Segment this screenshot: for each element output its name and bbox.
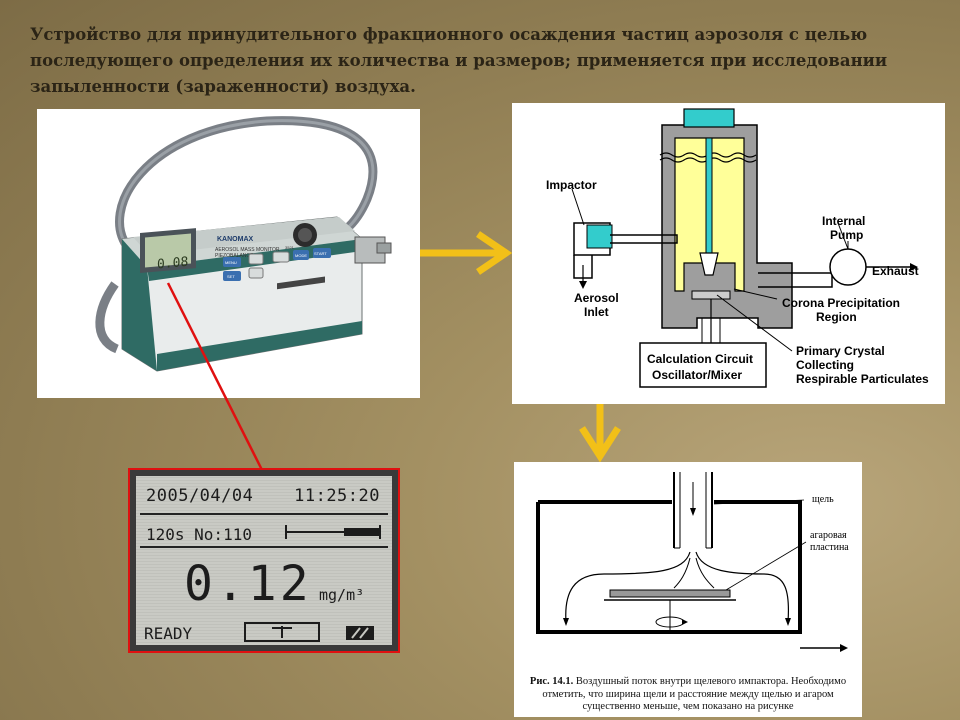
label-aerosol-inlet-1: Aerosol bbox=[574, 291, 619, 305]
device-button-start: START bbox=[314, 251, 327, 256]
label-corona-2: Region bbox=[816, 310, 857, 324]
device-brand: KANOMAX bbox=[217, 236, 253, 243]
red-pointer-line bbox=[166, 282, 264, 471]
caption-number: Рис. 14.1. bbox=[529, 676, 574, 687]
label-internal-pump-2: Pump bbox=[830, 228, 863, 242]
label-exhaust: Exhaust bbox=[872, 264, 919, 278]
label-agar-1: агаровая bbox=[810, 530, 847, 541]
label-agar-2: пластина bbox=[810, 542, 849, 553]
label-aerosol-inlet-2: Inlet bbox=[584, 305, 609, 319]
device-model-line1: AEROSOL MASS MONITOR bbox=[215, 247, 280, 253]
lcd-bargraph-icon bbox=[285, 525, 381, 539]
lcd-unit: mg/m³ bbox=[319, 586, 365, 604]
impactor-figure: щель агаровая пластина Рис. 14.1. Воздуш… bbox=[514, 462, 862, 717]
lcd-status: 120s No:110 bbox=[146, 525, 252, 544]
schematic-diagram: Impactor Aerosol Inlet Internal Pump Exh… bbox=[512, 103, 945, 404]
figure-caption: Рис. 14.1. Воздушный поток внутри щелево… bbox=[520, 676, 856, 714]
label-slit: щель bbox=[812, 494, 834, 505]
lcd-date: 2005/04/04 bbox=[146, 486, 254, 506]
device-button-menu: MENU bbox=[225, 260, 237, 265]
lcd-closeup: 2005/04/04 11:25:20 120s No:110 0.12 mg/… bbox=[128, 468, 400, 653]
lcd-state: READY bbox=[144, 624, 193, 643]
yellow-arrow-right bbox=[420, 231, 513, 275]
device-model-line2: PIEZOBALANCE bbox=[215, 253, 254, 259]
label-corona-1: Corona Precipitation bbox=[782, 296, 900, 310]
lcd-screen: 2005/04/04 11:25:20 120s No:110 0.12 mg/… bbox=[136, 476, 392, 645]
dust-monitor-image: 0.08 KANOMAX AEROSOL MASS MONITOR PIEZOB… bbox=[95, 116, 392, 372]
lcd-divider-2 bbox=[140, 546, 388, 548]
device-screen-reading: 0.08 bbox=[157, 255, 188, 273]
device-photo: 0.08 KANOMAX AEROSOL MASS MONITOR PIEZOB… bbox=[37, 109, 420, 398]
device-model-number: 3521 bbox=[285, 245, 295, 250]
lcd-box-icon bbox=[244, 622, 320, 642]
label-primary-crystal-2: Collecting bbox=[796, 358, 854, 372]
lcd-value: 0.12 bbox=[184, 556, 312, 612]
label-primary-crystal-3: Respirable Particulates bbox=[796, 372, 929, 386]
label-calc-2: Oscillator/Mixer bbox=[652, 368, 742, 382]
lcd-divider-1 bbox=[140, 513, 388, 515]
battery-icon bbox=[346, 626, 374, 640]
device-button-mode: MODE bbox=[295, 253, 307, 258]
device-button-set: SET bbox=[227, 274, 235, 279]
slide-title: Устройство для принудительного фракционн… bbox=[30, 25, 888, 96]
slit-impactor-drawing: щель агаровая пластина bbox=[536, 472, 849, 652]
label-impactor: Impactor bbox=[546, 178, 597, 192]
lcd-time: 11:25:20 bbox=[294, 486, 380, 506]
label-primary-crystal-1: Primary Crystal bbox=[796, 344, 885, 358]
label-calc-1: Calculation Circuit bbox=[647, 352, 753, 366]
piezobalance-schematic: Impactor Aerosol Inlet Internal Pump Exh… bbox=[546, 108, 929, 388]
label-internal-pump-1: Internal bbox=[822, 214, 865, 228]
caption-text: Воздушный поток внутри щелевого импактор… bbox=[542, 676, 847, 712]
